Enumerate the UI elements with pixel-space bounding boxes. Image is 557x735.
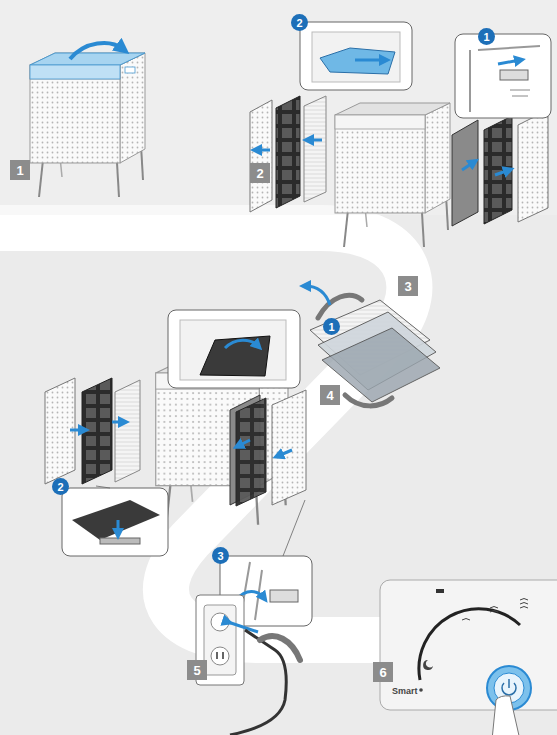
unwrap-filter-step3	[305, 286, 440, 406]
step-text: 3	[404, 279, 411, 294]
step-number: 5	[187, 660, 207, 680]
step-text: 6	[379, 665, 386, 680]
callout-number: 2	[291, 14, 308, 31]
purifier-step1	[30, 43, 145, 197]
step-text: 2	[296, 17, 302, 29]
callout-number: 3	[212, 547, 229, 564]
step-text: 1	[16, 163, 23, 178]
panel-label: Smart	[392, 686, 418, 696]
control-panel-step6	[380, 580, 557, 735]
outlet-plug-step5	[196, 595, 300, 735]
step-number: 2	[250, 163, 270, 183]
step-text: 4	[326, 388, 333, 403]
step-text: 1	[328, 321, 334, 333]
callout-number: 2	[52, 478, 69, 495]
install-filters-step4	[45, 310, 312, 626]
step-text: 1	[483, 31, 489, 43]
step-number: 1	[10, 160, 30, 180]
callout-number: 1	[478, 28, 495, 45]
step-number: 3	[398, 276, 418, 296]
step-text: 5	[193, 663, 200, 678]
step-text: 2	[57, 481, 63, 493]
background-band	[0, 228, 557, 640]
exploded-filters-step2	[250, 22, 551, 247]
step-number: 6	[373, 662, 393, 682]
step-text: 2	[256, 166, 263, 181]
step-text: 3	[217, 550, 223, 562]
callout-number: 1	[323, 318, 340, 335]
step-number: 4	[320, 385, 340, 405]
